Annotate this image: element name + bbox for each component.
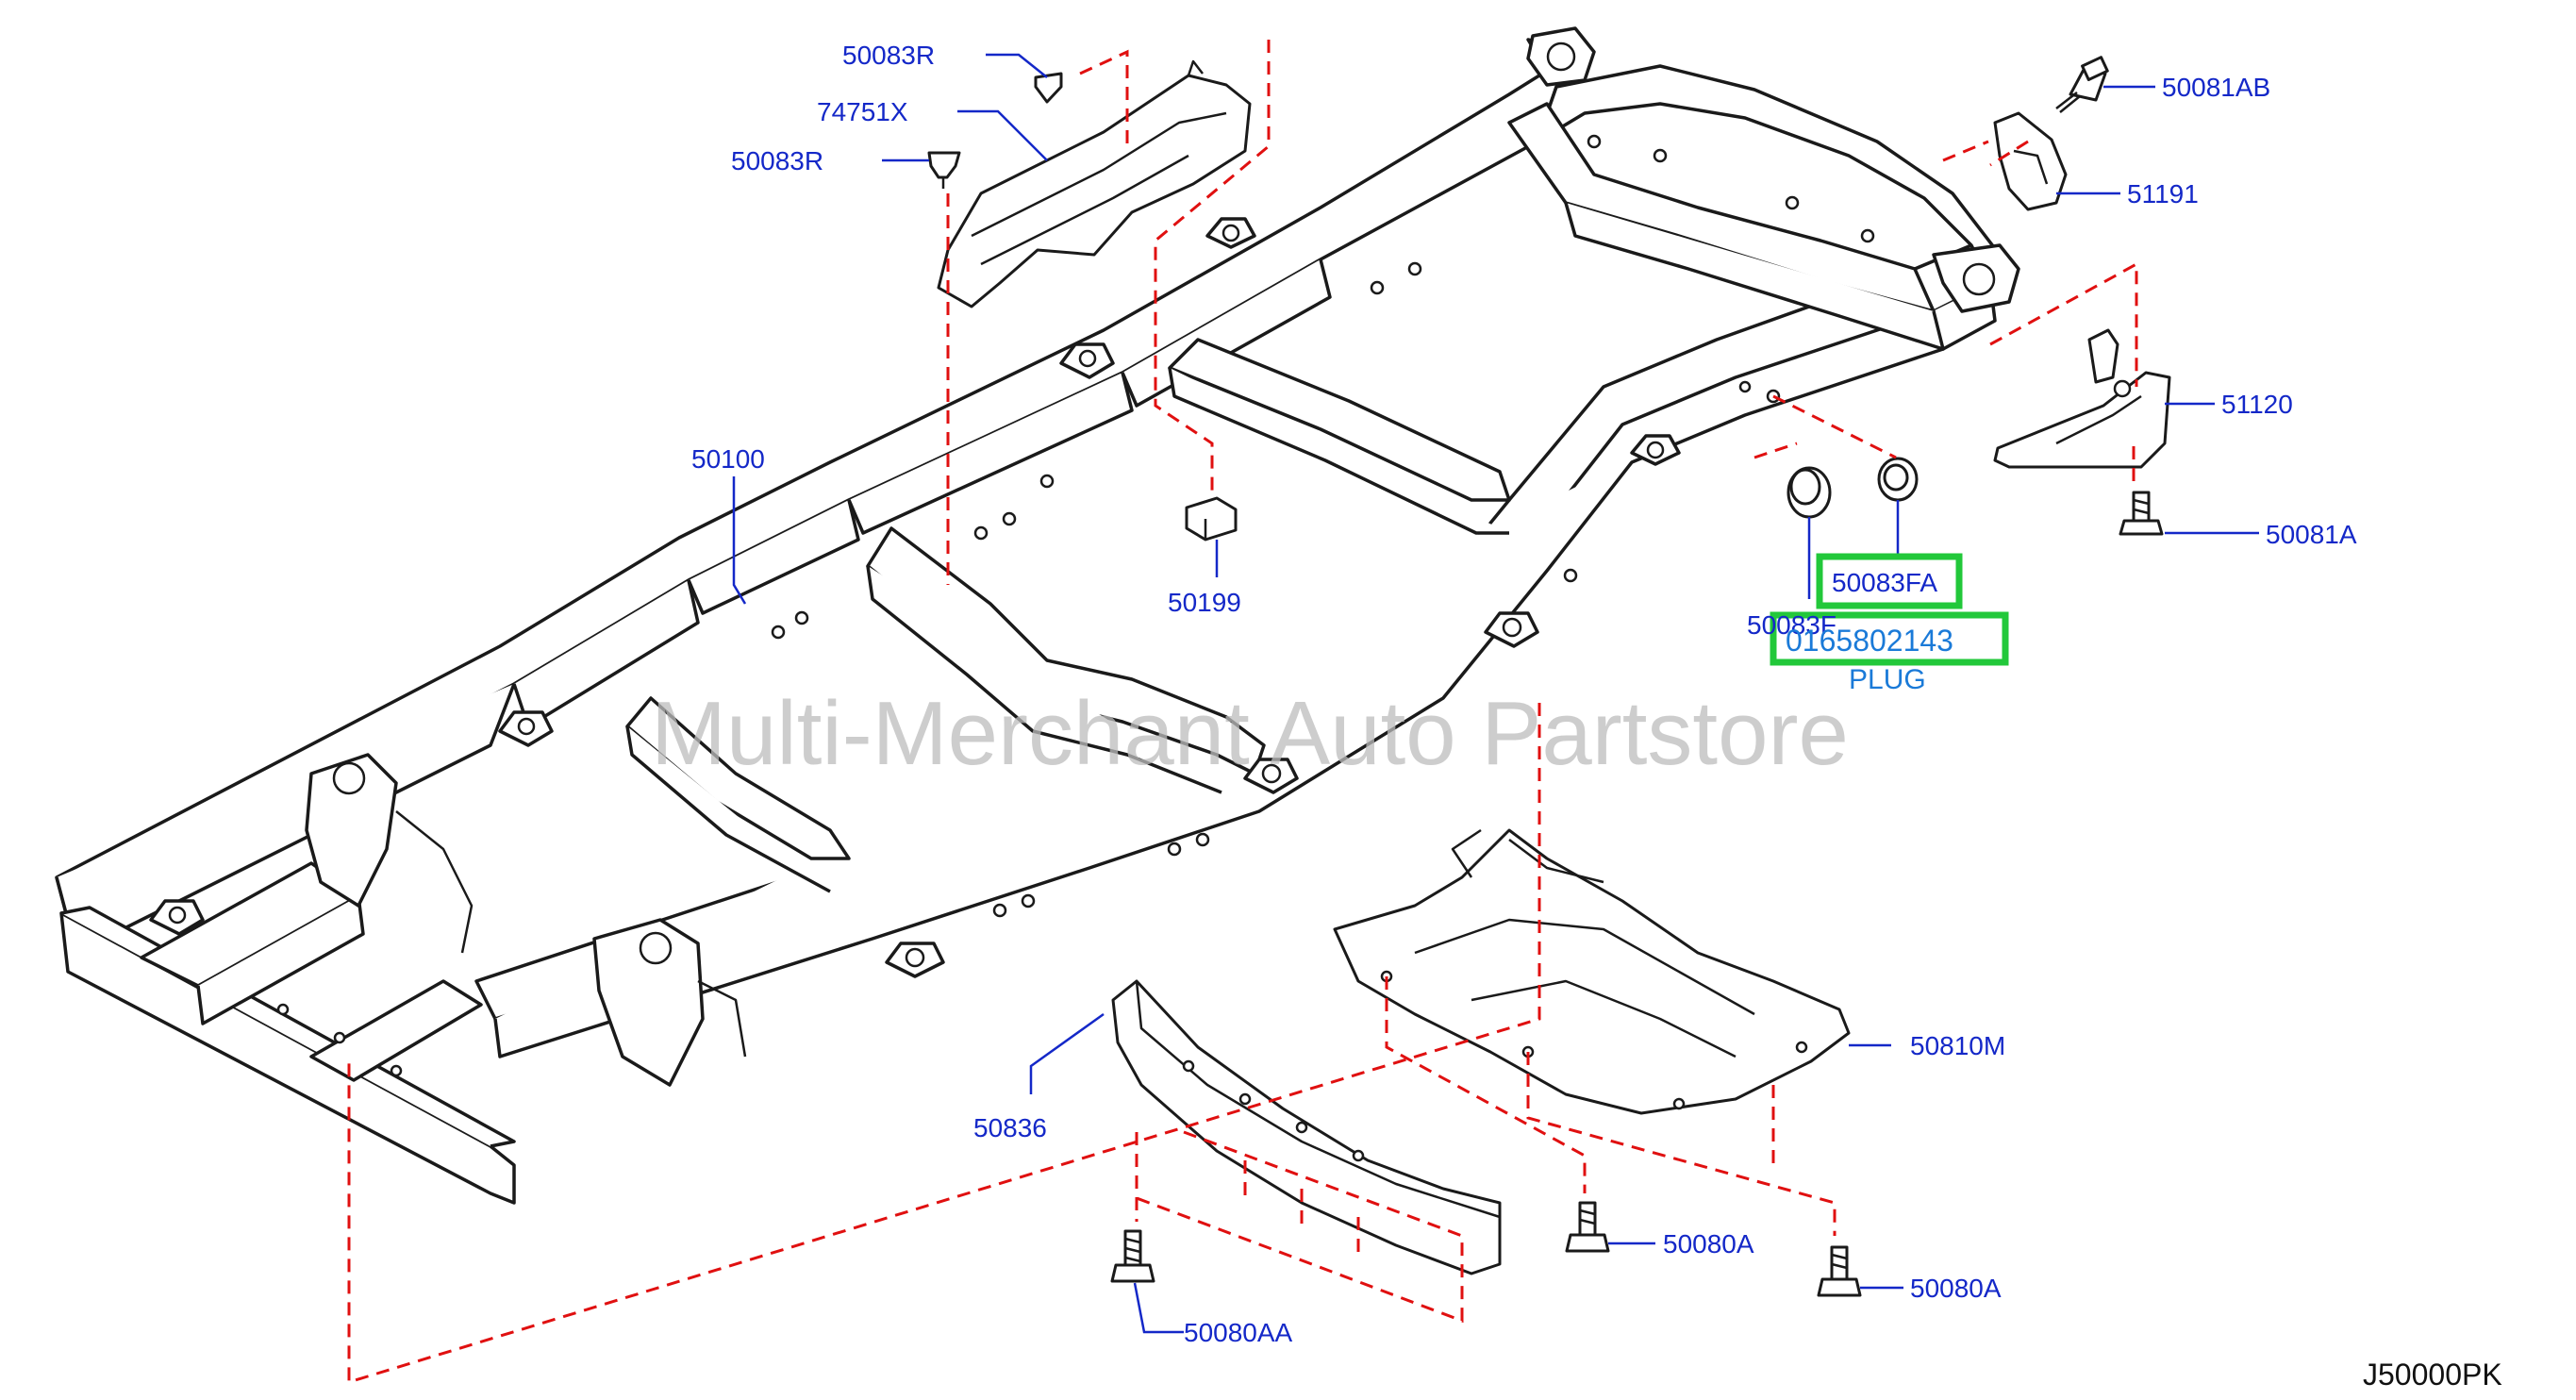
bolt-50080a-1 [1565,1201,1610,1253]
label-51191[interactable]: 51191 [2127,179,2199,208]
label-50081ab[interactable]: 50081AB [2162,73,2270,102]
label-50810m[interactable]: 50810M [1910,1031,2005,1060]
label-50100[interactable]: 50100 [691,444,765,474]
label-50083r-top[interactable]: 50083R [842,41,935,70]
label-50081a[interactable]: 50081A [2266,520,2357,549]
spacer-block-50199 [1185,496,1238,542]
under-cover-50810m [1333,828,1851,1115]
callout-labels: 50083R 74751X 50083R 50100 50199 50081AB… [691,41,2357,1347]
vehicle-frame [55,26,2020,1205]
plug-50083fa [1877,457,1919,502]
bracket-51191 [1993,111,2068,211]
bolt-50080a-2 [1817,1245,1862,1297]
label-74751x[interactable]: 74751X [817,97,908,126]
assembly-dashed-lines [347,40,2138,1385]
bolt-50080aa [1110,1229,1155,1283]
label-part-number[interactable]: 0165802143 [1786,624,1953,658]
label-50199[interactable]: 50199 [1168,588,1241,617]
highlight-box-50083fa [1816,553,1963,609]
label-50836[interactable]: 50836 [973,1113,1047,1142]
bracket-51120 [1993,328,2171,469]
body-mount-tabs [149,217,1681,978]
shield-50836 [1111,979,1502,1275]
plug-50083f [1787,466,1832,519]
diagram-code: J50000PK [2363,1358,2502,1392]
bolt-50081ab [2055,56,2109,113]
label-plug: PLUG [1849,664,1926,695]
label-50083r-mid[interactable]: 50083R [731,146,823,175]
clip-50083r-top [1034,72,1063,104]
leader-lines [732,53,2259,1334]
clip-50083r-mid [927,151,961,189]
watermark-text: Multi-Merchant Auto Partstore [651,683,1849,784]
label-50083fa[interactable]: 50083FA [1832,568,1937,597]
bolt-50081a [2119,491,2164,536]
label-50080a-1[interactable]: 50080A [1663,1229,1754,1258]
label-50083f[interactable]: 50083F [1747,610,1836,640]
label-50080aa[interactable]: 50080AA [1184,1318,1293,1347]
label-51120[interactable]: 51120 [2221,390,2293,419]
skid-plate-74751x [937,59,1252,308]
label-50080a-2[interactable]: 50080A [1910,1274,2002,1303]
highlight-box-part-number [1770,611,2009,666]
